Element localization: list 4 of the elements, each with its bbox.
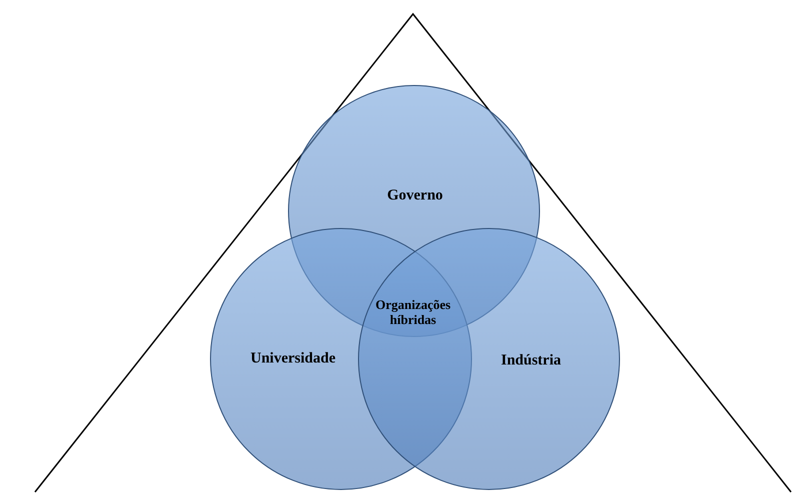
circle-label: Governo [387,188,443,204]
circle-label: Universidade [250,350,336,368]
circle-label: Indústria [500,352,562,370]
overlap-label: Organizações híbridas [374,297,452,327]
